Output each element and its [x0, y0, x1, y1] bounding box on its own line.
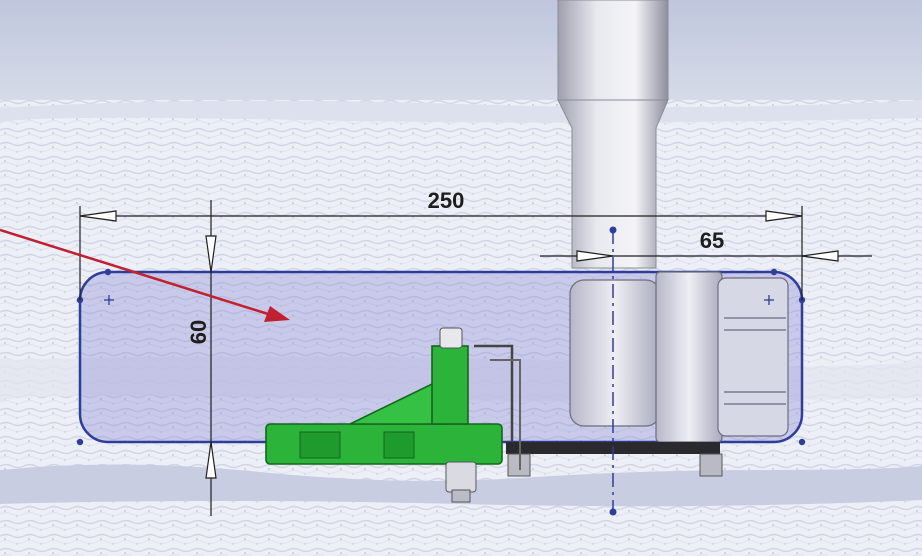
sky-background [0, 0, 922, 110]
green-bracket-part[interactable] [265, 327, 521, 503]
callout-arrow [0, 228, 290, 322]
centerline-point-bottom[interactable] [609, 508, 617, 516]
dimension-250[interactable] [79, 206, 803, 300]
arc-center-markers [104, 295, 774, 305]
vertical-shaft[interactable] [557, 0, 669, 269]
dimension-65-label[interactable]: 65 [700, 228, 724, 253]
dimension-250-label[interactable]: 250 [428, 188, 465, 213]
motor-housing[interactable] [569, 271, 789, 443]
dimension-60-label[interactable]: 60 [186, 320, 211, 344]
centerline-point-top[interactable] [609, 226, 617, 234]
surface-ridge [0, 100, 922, 124]
dimension-65[interactable] [540, 250, 872, 262]
dimension-60[interactable] [205, 200, 217, 516]
